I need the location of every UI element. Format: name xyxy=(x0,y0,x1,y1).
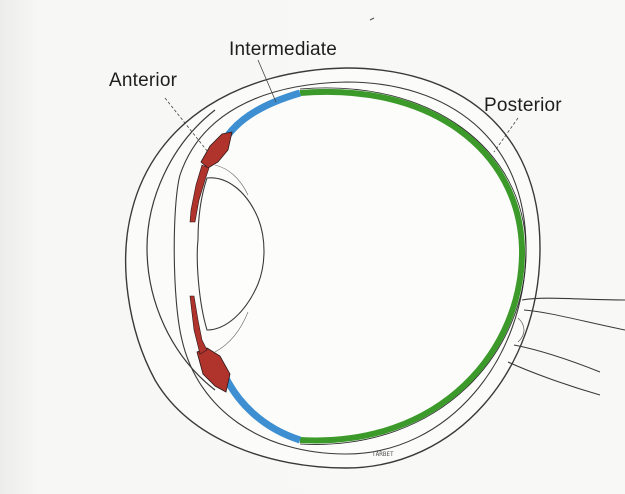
optic-nerve-upper-inner xyxy=(524,310,625,330)
optic-nerve-lower-inner xyxy=(514,345,600,372)
label-intermediate: Intermediate xyxy=(229,39,337,61)
fine-print: TARBET xyxy=(372,451,394,458)
stray-mark xyxy=(370,18,374,20)
label-posterior: Posterior xyxy=(484,95,562,117)
label-anterior: Anterior xyxy=(109,70,177,92)
optic-nerve-upper-edge xyxy=(522,298,625,300)
